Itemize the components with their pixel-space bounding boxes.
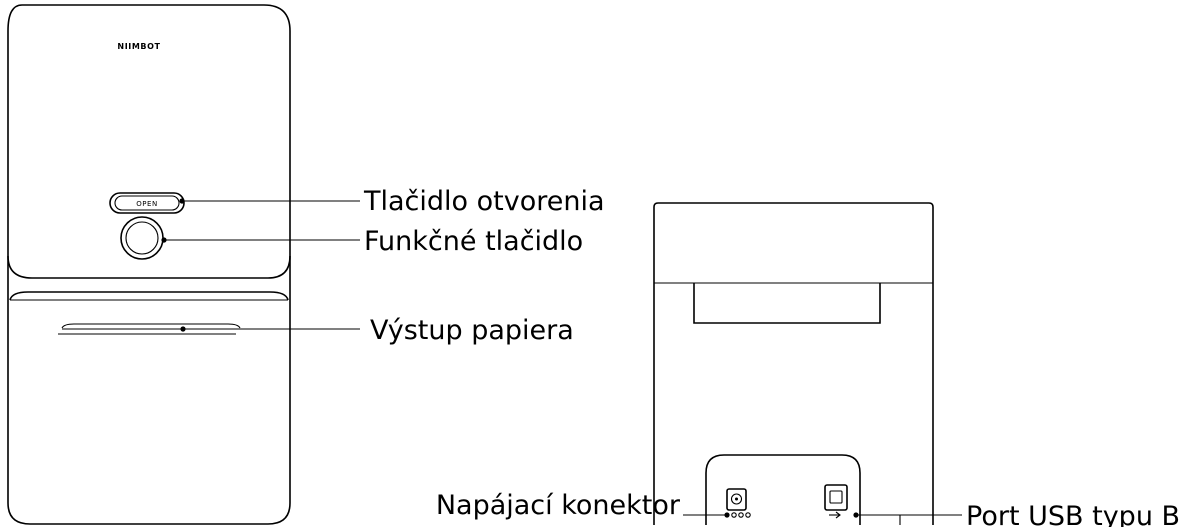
port-housing [705, 454, 861, 525]
function-button-label: Funkčné tlačidlo [364, 226, 583, 257]
open-button-label: Tlačidlo otvorenia [363, 186, 605, 217]
power-polarity-icon [731, 512, 751, 518]
printer-lid [7, 4, 291, 279]
usb-icon [829, 511, 841, 519]
printer-front-view: NIIMBOT OPEN Tlačidlo otvorenia Funkčné … [7, 4, 605, 525]
power-connector-label: Napájací konektor [436, 490, 681, 521]
rear-cover-notch [693, 283, 881, 324]
power-connector[interactable] [726, 488, 747, 511]
function-button[interactable] [120, 216, 164, 260]
printer-body [7, 256, 291, 525]
paper-output-label: Výstup papiera [370, 315, 574, 346]
usb-port-label: Port USB typu B [966, 501, 1180, 527]
usb-b-port[interactable] [824, 484, 848, 511]
lid-body-seam [9, 291, 289, 301]
open-button[interactable]: OPEN [109, 192, 185, 214]
open-button-text: OPEN [136, 200, 157, 208]
printer-rear-view: Napájací konektor Port USB typu B [436, 202, 1180, 527]
rear-body [653, 202, 934, 525]
brand-logo: NIIMBOT [117, 42, 160, 51]
rear-foot [899, 514, 930, 525]
